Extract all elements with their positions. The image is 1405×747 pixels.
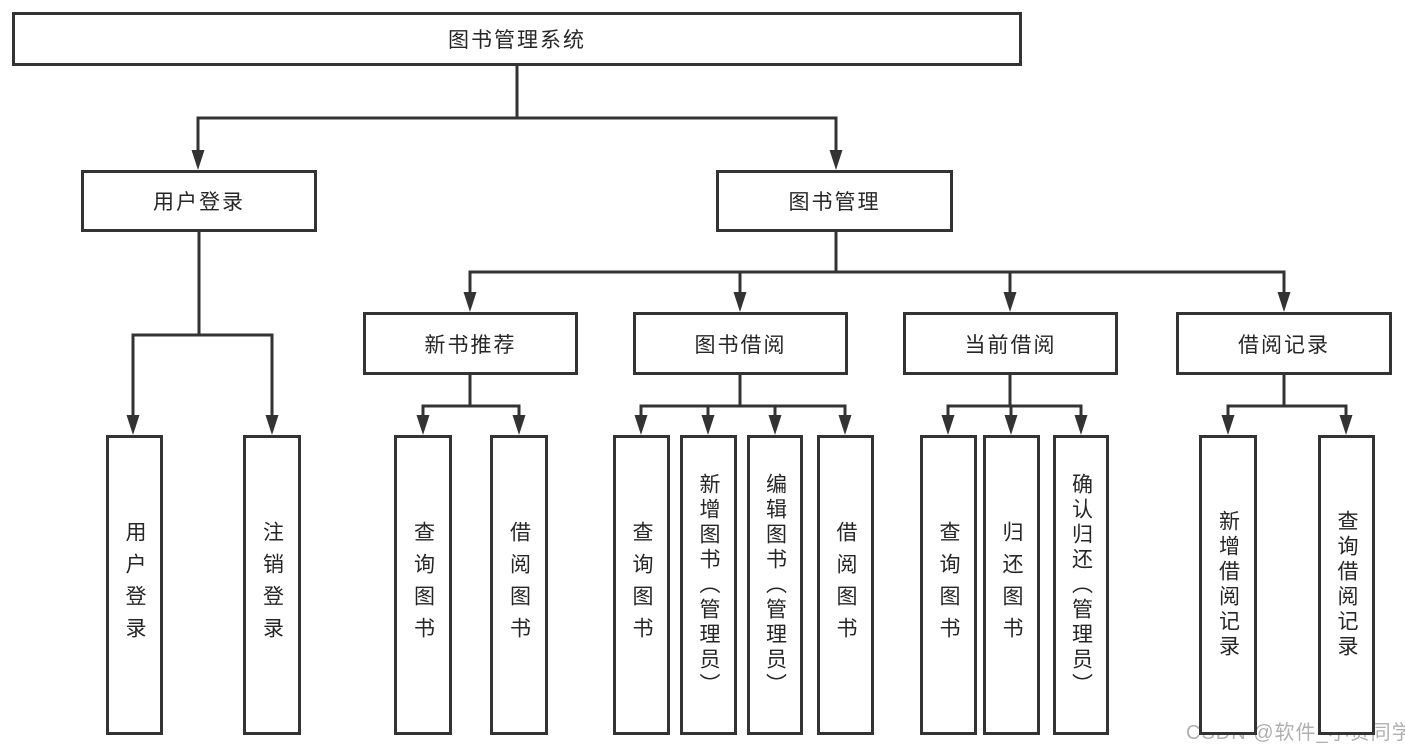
arrowhead-down-icon xyxy=(1221,415,1235,435)
node-leaf-user-login: 用户登录 xyxy=(106,435,163,735)
arrowhead-down-icon xyxy=(1074,415,1088,435)
arrowhead-down-icon xyxy=(768,415,782,435)
node-label-leaf-borrow-book-1: 借阅图书 xyxy=(507,521,531,649)
node-label-leaf-logout: 注销登录 xyxy=(260,521,284,649)
arrowhead-down-icon xyxy=(838,415,852,435)
node-leaf-borrow-book-2: 借阅图书 xyxy=(817,435,874,735)
node-leaf-confirm-return-admin: 确认归还（管理员） xyxy=(1053,435,1109,735)
node-label-borrow-records: 借阅记录 xyxy=(1238,333,1330,357)
node-label-user-login: 用户登录 xyxy=(153,191,245,214)
node-label-leaf-user-login: 用户登录 xyxy=(123,521,146,649)
arrowhead-down-icon xyxy=(191,150,205,170)
node-label-new-book-recommend: 新书推荐 xyxy=(424,333,517,357)
node-user-login: 用户登录 xyxy=(81,170,317,232)
node-book-borrow: 图书借阅 xyxy=(633,312,848,375)
node-leaf-logout: 注销登录 xyxy=(243,435,301,735)
node-leaf-return-book: 归还图书 xyxy=(983,435,1040,735)
node-borrow-records: 借阅记录 xyxy=(1176,312,1392,375)
arrowhead-down-icon xyxy=(265,415,279,435)
node-label-leaf-add-borrow-record: 新增借阅记录 xyxy=(1216,510,1240,660)
node-label-leaf-return-book: 归还图书 xyxy=(1000,521,1023,649)
node-leaf-edit-book-admin: 编辑图书（管理员） xyxy=(747,435,803,735)
arrowhead-down-icon xyxy=(1004,415,1018,435)
arrowhead-down-icon xyxy=(829,150,843,170)
arrowhead-down-icon xyxy=(733,292,747,312)
node-leaf-borrow-book-1: 借阅图书 xyxy=(490,435,548,735)
node-leaf-query-borrow-record: 查询借阅记录 xyxy=(1318,435,1375,735)
arrowhead-down-icon xyxy=(1277,292,1291,312)
arrowhead-down-icon xyxy=(463,292,477,312)
node-leaf-query-book-2: 查询图书 xyxy=(613,435,670,735)
node-leaf-query-book-3: 查询图书 xyxy=(920,435,977,735)
node-label-leaf-query-book-2: 查询图书 xyxy=(630,521,653,649)
arrowhead-down-icon xyxy=(512,415,526,435)
node-label-leaf-confirm-return-admin: 确认归还（管理员） xyxy=(1069,472,1093,698)
node-current-borrow: 当前借阅 xyxy=(903,312,1118,375)
arrowhead-down-icon xyxy=(941,415,955,435)
arrowhead-down-icon xyxy=(1339,415,1353,435)
node-leaf-add-book-admin: 新增图书（管理员） xyxy=(680,435,737,735)
node-root: 图书管理系统 xyxy=(12,12,1022,66)
node-label-leaf-query-book-1: 查询图书 xyxy=(411,521,435,649)
node-label-leaf-query-borrow-record: 查询借阅记录 xyxy=(1335,510,1358,660)
node-label-leaf-edit-book-admin: 编辑图书（管理员） xyxy=(763,472,787,698)
node-leaf-query-book-1: 查询图书 xyxy=(394,435,452,735)
node-label-current-borrow: 当前借阅 xyxy=(964,333,1057,357)
node-label-leaf-add-book-admin: 新增图书（管理员） xyxy=(697,472,720,698)
node-book-management: 图书管理 xyxy=(716,170,953,232)
arrowhead-down-icon xyxy=(126,415,140,435)
arrowhead-down-icon xyxy=(701,415,715,435)
arrowhead-down-icon xyxy=(1003,292,1017,312)
node-label-leaf-borrow-book-2: 借阅图书 xyxy=(834,521,857,649)
node-label-book-management: 图书管理 xyxy=(788,191,881,214)
node-label-root: 图书管理系统 xyxy=(448,29,586,52)
node-new-book-recommend: 新书推荐 xyxy=(363,312,578,375)
node-label-book-borrow: 图书借阅 xyxy=(694,333,787,357)
node-leaf-add-borrow-record: 新增借阅记录 xyxy=(1199,435,1257,735)
arrowhead-down-icon xyxy=(634,415,648,435)
arrowhead-down-icon xyxy=(416,415,430,435)
node-label-leaf-query-book-3: 查询图书 xyxy=(937,521,960,649)
